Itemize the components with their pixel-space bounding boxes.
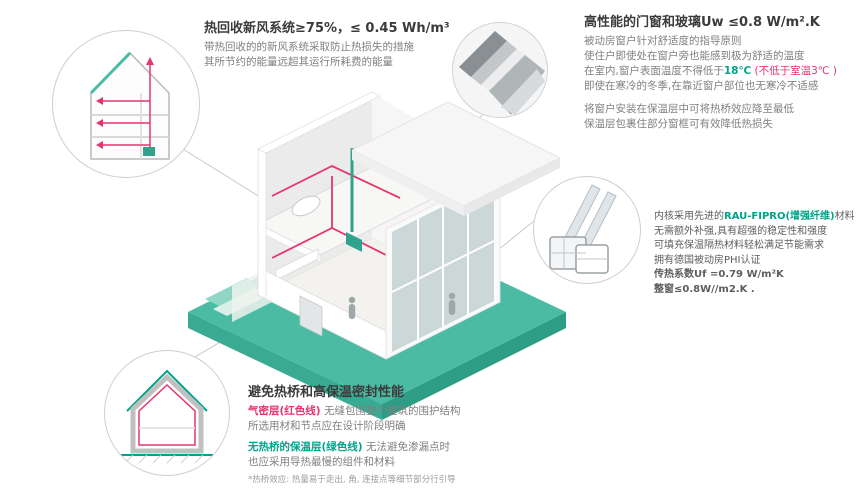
windows-line: 保温层包裹住部分窗框可有效降低热损失 (584, 118, 773, 130)
thermal-title: 避免热桥和高保温密封性能 (248, 385, 405, 400)
thermal-line: 无热桥的保温层(绿色线) 无法避免渗漏点时 (248, 440, 578, 455)
material-uf-value: 传热系数Uf =0.79 W/m²K (654, 269, 784, 280)
window-profile-icon (549, 184, 617, 274)
ventilation-text-block: 热回收新风系统≥75%，≤ 0.45 Wh/m³ 带热回收的的新风系统采取防止热… (204, 20, 470, 70)
ventilation-callout-circle (52, 30, 200, 178)
insulation-layer-label: 无热桥的保温层(绿色线) (248, 441, 363, 453)
ventilation-line: 其所节约的能量远超其运行所耗费的能量 (204, 56, 393, 68)
material-line: 可填充保温隔热材料轻松满足节能需求 (654, 240, 824, 251)
material-line-part: 材料 (834, 211, 855, 222)
material-text-block: 内核采用先进的RAU-FIPRO(增强纤维)材料 无需额外补强,具有超强的稳定性… (654, 210, 864, 297)
material-line: 无需额外补强,具有超强的稳定性和强度 (654, 225, 828, 237)
temperature-note: (不低于室温3℃ ) (751, 65, 838, 77)
house-section-icon (89, 51, 170, 160)
thermal-footnote: *热桥效应: 热量易于走出, 角, 连接点等细节部分行引导 (248, 475, 456, 485)
windows-line: 被动房窗户针对舒适度的指导原则 (584, 35, 742, 47)
material-line: 拥有德国被动房PHI认证 (654, 254, 761, 266)
thermal-house-icon (121, 369, 213, 464)
windows-line-part: 在室内,窗户表面温度不得低于 (584, 65, 724, 77)
thermal-line-part: 无缝包围整个建筑的围护结构 (320, 405, 461, 417)
thermal-line: 也应采用导热最慢的组件和材料 (248, 456, 395, 468)
windows-line: 即使在寒冷的冬季,在靠近窗户部位也无寒冷不适感 (584, 80, 819, 92)
airtight-layer-label: 气密层(红色线) (248, 405, 321, 417)
thermal-house-callout-circle (104, 350, 230, 476)
thermal-line-part: 无法避免渗漏点时 (362, 441, 450, 453)
material-brand: RAU-FIPRO(增强纤维) (724, 211, 835, 222)
window-corner-callout-circle (452, 22, 548, 118)
ventilation-ducts (271, 164, 401, 262)
window-corner-icon (453, 23, 547, 117)
window-profile-callout-circle (533, 176, 641, 284)
thermal-line: 所选用材和节点应在设计阶段明确 (248, 420, 406, 432)
windows-title: 高性能的门窗和玻璃Uw ≤0.8 W/m².K (584, 15, 820, 30)
windows-line: 在室内,窗户表面温度不得低于18℃ (不低于室温3℃ ) (584, 64, 862, 79)
thermal-line: 气密层(红色线) 无缝包围整个建筑的围护结构 (248, 404, 578, 419)
windows-text-block: 高性能的门窗和玻璃Uw ≤0.8 W/m².K 被动房窗户针对舒适度的指导原则 … (584, 14, 862, 132)
windows-line: 将窗户安装在保温层中可将热桥效应降至最低 (584, 103, 794, 115)
house-cutaway (256, 91, 561, 360)
windows-line: 使住户即使处在窗户旁也能感到极为舒适的温度 (584, 50, 805, 62)
ventilation-line: 带热回收的的新风系统采取防止热损失的措施 (204, 41, 414, 53)
ventilation-title: 热回收新风系统≥75%，≤ 0.45 Wh/m³ (204, 21, 450, 36)
material-line: 内核采用先进的RAU-FIPRO(增强纤维)材料 (654, 210, 864, 225)
material-uw-value: 整窗≤0.8W//m2.K . (654, 283, 755, 295)
temperature-value: 18℃ (723, 65, 752, 77)
thermal-text-block: 避免热桥和高保温密封性能 气密层(红色线) 无缝包围整个建筑的围护结构 所选用材… (248, 384, 578, 487)
material-line-part: 内核采用先进的 (654, 211, 724, 222)
human-figures (348, 292, 456, 319)
